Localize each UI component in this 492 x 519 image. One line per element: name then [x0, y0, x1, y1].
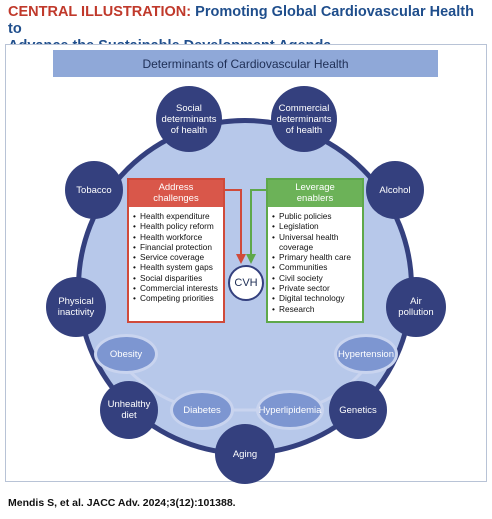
- arrow-challenges-to-cvh: [224, 189, 242, 256]
- challenges-header: Address challenges: [129, 180, 223, 207]
- list-item: Communities: [272, 262, 362, 273]
- node-commercial-determinants: Commercial determinants of health: [271, 86, 337, 152]
- challenges-list: Health expenditure Health policy reform …: [133, 211, 223, 304]
- list-item: Commercial interests: [133, 283, 223, 294]
- title-label: CENTRAL ILLUSTRATION:: [8, 4, 192, 20]
- list-item: Service coverage: [133, 252, 223, 263]
- list-item: Universal health: [272, 232, 362, 243]
- list-item: Financial protection: [133, 242, 223, 253]
- list-item: Digital technology: [272, 293, 362, 304]
- node-unhealthy-diet: Unhealthy diet: [100, 381, 158, 439]
- determinants-banner: Determinants of Cardiovascular Health: [53, 50, 438, 77]
- node-diabetes: Diabetes: [170, 390, 234, 430]
- enablers-panel: Leverage enablers Public policies Legisl…: [266, 178, 364, 323]
- node-hyperlipidemia: Hyperlipidemia: [256, 390, 324, 430]
- enablers-list: Public policies Legislation Universal he…: [272, 211, 362, 314]
- list-item: Civil society: [272, 273, 362, 284]
- list-item: Health workforce: [133, 232, 223, 243]
- list-item: coverage: [279, 241, 314, 252]
- cvh-center: CVH: [228, 265, 264, 301]
- list-item: Primary health care: [272, 252, 362, 263]
- enablers-header: Leverage enablers: [268, 180, 362, 207]
- list-item: Research: [272, 304, 362, 315]
- list-item: Social disparities: [133, 273, 223, 284]
- citation: Mendis S, et al. JACC Adv. 2024;3(12):10…: [8, 497, 236, 509]
- list-item: Health system gaps: [133, 262, 223, 273]
- node-alcohol: Alcohol: [366, 161, 424, 219]
- node-social-determinants: Social determinants of health: [156, 86, 222, 152]
- node-genetics: Genetics: [329, 381, 387, 439]
- title-line1: Promoting Global Cardiovascular Health t…: [8, 4, 474, 37]
- arrowhead-green: [246, 254, 256, 264]
- challenges-panel: Address challenges Health expenditure He…: [127, 178, 225, 323]
- list-item: Health policy reform: [133, 221, 223, 232]
- arrow-enablers-to-cvh: [250, 189, 267, 256]
- list-item: Public policies: [272, 211, 362, 222]
- list-item: Legislation: [272, 221, 362, 232]
- node-aging: Aging: [215, 424, 275, 484]
- list-item: Health expenditure: [133, 211, 223, 222]
- node-air-pollution: Air pollution: [386, 277, 446, 337]
- list-item: Competing priorities: [133, 293, 223, 304]
- node-hypertension: Hypertension: [334, 334, 398, 374]
- arrowhead-red: [236, 254, 246, 264]
- list-item: Private sector: [272, 283, 362, 294]
- node-obesity: Obesity: [94, 334, 158, 374]
- node-physical-inactivity: Physical inactivity: [46, 277, 106, 337]
- node-tobacco: Tobacco: [65, 161, 123, 219]
